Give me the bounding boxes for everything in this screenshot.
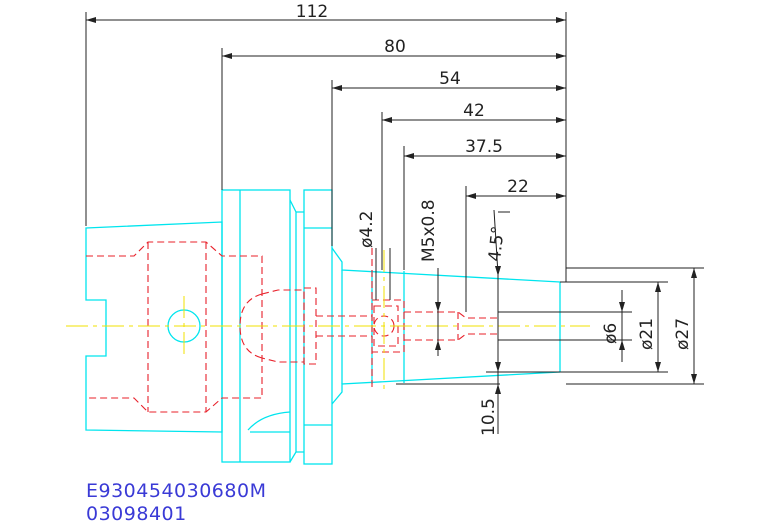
dim-angle-4-5: 4.5° bbox=[485, 225, 509, 262]
center-lines bbox=[66, 250, 590, 392]
dim-37-5: 37.5 bbox=[465, 137, 503, 157]
dimension-lines bbox=[85, 12, 704, 434]
part-number: E930454030680M bbox=[86, 480, 267, 502]
tool-holder-outline bbox=[85, 189, 561, 465]
dim-thread-m5: M5x0.8 bbox=[419, 199, 439, 262]
dim-10-5: 10.5 bbox=[479, 398, 499, 436]
dim-42: 42 bbox=[463, 101, 485, 121]
drawing-number: 03098401 bbox=[86, 503, 187, 525]
hidden-lines bbox=[86, 241, 498, 413]
dim-112: 112 bbox=[296, 2, 328, 22]
dim-dia-4-2: ø4.2 bbox=[357, 211, 377, 248]
dim-dia-27: ø27 bbox=[673, 318, 693, 350]
dim-dia-6: ø6 bbox=[601, 323, 621, 344]
dim-dia-21: ø21 bbox=[637, 318, 657, 350]
dim-80: 80 bbox=[384, 37, 406, 57]
dim-54: 54 bbox=[439, 69, 461, 89]
dim-22: 22 bbox=[507, 177, 529, 197]
